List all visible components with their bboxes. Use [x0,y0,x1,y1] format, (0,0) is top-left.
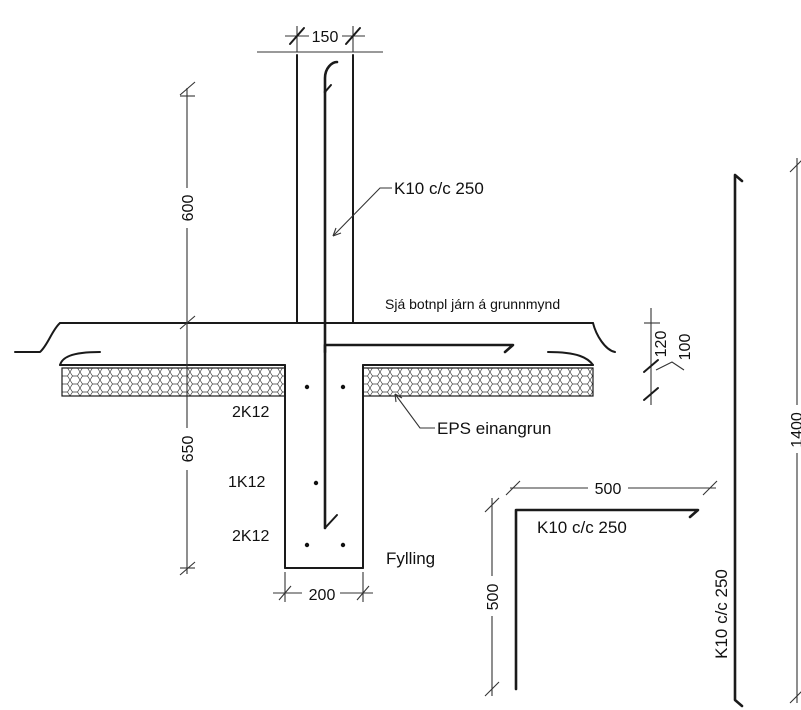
wall-rebar [323,60,515,530]
label-l-bar: K10 c/c 250 [537,518,627,537]
footing [284,364,364,569]
slab [14,322,616,366]
bar-dot [304,542,310,548]
dim-footing-width: 200 [273,572,373,604]
label-wall-rebar: K10 c/c 250 [394,179,484,198]
bar-dot [313,480,319,486]
dim-label-l-bar-vertical: 500 [485,584,502,611]
label-tall-bar: K10 c/c 250 [712,569,731,659]
bottom-bar-dots [304,384,346,548]
dim-label-slab-thickness: 120 [653,331,670,358]
label-bottom-top-bars: 2K12 [232,404,269,421]
l-bar-detail: 500 500 K10 c/c 250 [482,478,718,697]
label-insulation: EPS einangrun [437,419,551,438]
dim-label-tall-bar: 1400 [789,412,801,448]
dim-label-slab-offset: 100 [677,334,694,361]
label-bottom-bottom-bars: 2K12 [232,528,269,545]
label-fill: Fylling [386,549,435,568]
tall-bar-detail: 1400 K10 c/c 250 [712,158,801,708]
bar-dot [304,384,310,390]
dim-label-l-bar-horizontal: 500 [595,481,622,498]
dim-wall-width: 150 [285,26,365,52]
leader-insulation: EPS einangrun [394,393,551,438]
wall [257,51,383,323]
dim-label-wall-height: 600 [180,195,197,222]
dim-slab-thickness: 120 100 [643,308,694,405]
bar-dot [340,384,346,390]
insulation-layer [61,367,594,397]
label-bottom-mid-bar: 1K12 [228,474,265,491]
bar-dot [340,542,346,548]
dim-vertical-left: 600 650 [176,81,197,576]
dim-label-wall-width: 150 [312,29,339,46]
leader-wall-rebar: K10 c/c 250 [332,179,484,237]
dim-label-footing-width: 200 [309,587,336,604]
dim-label-footing-depth: 650 [180,436,197,463]
label-slab-note: Sjá botnpl járn á grunnmynd [385,296,560,312]
